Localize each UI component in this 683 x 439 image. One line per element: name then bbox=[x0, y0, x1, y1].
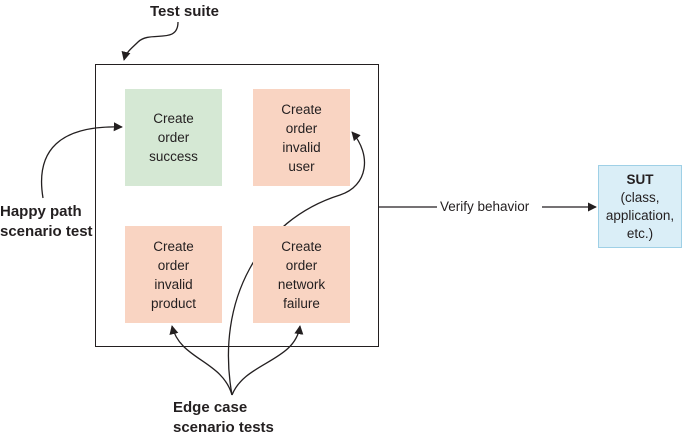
edge-arrow-network-failure bbox=[231, 325, 304, 396]
test-label: Create order invalid product bbox=[150, 238, 197, 311]
test-create-order-invalid-product: Create order invalid product bbox=[125, 226, 222, 323]
test-suite-box bbox=[95, 64, 379, 347]
happy-path-label: Happy path scenario test bbox=[0, 203, 93, 240]
sut-description: (class, application, etc.) bbox=[605, 189, 675, 241]
test-create-order-network-failure: Create order network failure bbox=[253, 226, 350, 323]
test-create-order-invalid-user: Create order invalid user bbox=[253, 89, 350, 186]
test-label: Create order invalid user bbox=[281, 101, 322, 174]
test-label: Create order success bbox=[149, 111, 198, 164]
sut-box: SUT (class, application, etc.) bbox=[598, 165, 682, 248]
happy-path-arrow bbox=[41, 122, 123, 199]
edge-arrow-invalid-product bbox=[169, 325, 233, 396]
test-suite-arrow bbox=[121, 21, 179, 61]
test-label: Create order network failure bbox=[277, 238, 326, 311]
edge-arrow-invalid-user bbox=[227, 131, 366, 396]
verify-behavior-label: Verify behavior bbox=[437, 198, 533, 216]
test-suite-label: Test suite bbox=[150, 3, 219, 20]
edge-case-label: Edge case scenario tests bbox=[173, 399, 274, 436]
sut-title: SUT bbox=[626, 171, 654, 187]
test-create-order-success: Create order success bbox=[125, 89, 222, 186]
